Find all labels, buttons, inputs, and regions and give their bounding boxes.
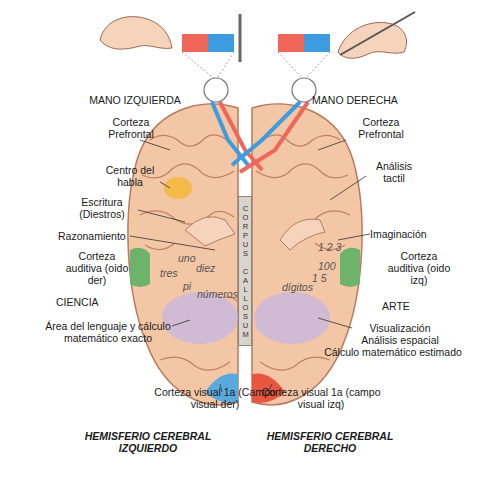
red-card	[278, 34, 304, 52]
region-label: Corteza visual 1a (Campo visual der)	[150, 386, 280, 410]
leader-line	[318, 140, 346, 150]
gyrus	[260, 135, 340, 146]
leader-line	[160, 182, 170, 188]
corpus-callosum-band: CORPUS CALLOSUM	[238, 196, 252, 346]
region-label: Corteza visual 1a (campo visual izq)	[256, 386, 386, 410]
leader-line	[318, 318, 352, 328]
gyrus	[315, 211, 350, 219]
sight-lines	[278, 52, 330, 80]
region-label: Corteza auditiva (oido der)	[60, 250, 134, 286]
region-label: Centro del habla	[100, 164, 160, 188]
region-label: Corteza auditiva (oido izq)	[382, 250, 456, 286]
pencil	[340, 12, 415, 55]
band-text: CORPUS CALLOSUM	[241, 204, 249, 339]
digit-text: 100	[318, 260, 348, 272]
region-label: Razonamiento	[58, 230, 138, 242]
gyrus	[145, 243, 175, 250]
writing-hand	[185, 217, 235, 246]
region-label: Análisis tactil	[364, 160, 424, 184]
hand-label: MANO IZQUIERDA	[80, 94, 190, 106]
digit-text: 1 2 3	[318, 241, 358, 253]
region-label: Escritura (Diestros)	[62, 196, 142, 220]
digit-text: dígitos	[282, 281, 332, 293]
gyrus	[150, 135, 230, 146]
left-hand	[100, 17, 172, 49]
right-hand	[338, 22, 407, 58]
speech-area	[164, 177, 192, 199]
left-eye	[204, 78, 228, 102]
hemisphere-title: HEMISFERIO CEREBRAL DERECHO	[250, 430, 410, 454]
region-label: Corteza Prefrontal	[346, 116, 416, 140]
hand-label: MANO DERECHA	[300, 94, 410, 106]
leader-line	[172, 320, 190, 326]
gyrus	[256, 164, 348, 178]
number-word: diez	[196, 262, 226, 274]
gyrus	[142, 164, 234, 178]
leader-line	[130, 236, 215, 250]
leader-line	[138, 210, 185, 222]
hemisphere-title: HEMISFERIO CEREBRAL IZQUIERDO	[68, 430, 228, 454]
leader-line	[338, 234, 370, 240]
auditory-cortex	[340, 248, 360, 287]
blue-card	[208, 34, 234, 52]
divider-line	[239, 14, 242, 62]
right-hemisphere	[252, 104, 362, 405]
region-label: Análisis espacial	[340, 334, 460, 346]
region-label: Visualización	[340, 322, 460, 334]
gyrus	[160, 357, 230, 370]
auditory-cortex	[130, 248, 150, 287]
gyrus	[260, 357, 330, 370]
region-label: Cálculo matemático estimado	[318, 346, 468, 358]
leader-line	[140, 140, 170, 150]
optic-path	[240, 102, 308, 172]
leader-line	[330, 176, 366, 200]
red-card	[182, 34, 208, 52]
sight-lines	[182, 52, 234, 80]
left-hemisphere	[128, 104, 238, 405]
region-label: Área del lenguaje y cálculo matemático e…	[40, 320, 176, 344]
number-word: tres	[160, 267, 190, 279]
digit-text: 1 5	[312, 272, 342, 284]
blue-card	[304, 34, 330, 52]
category-label: ARTE	[382, 300, 442, 312]
category-label: CIENCIA	[56, 296, 126, 308]
region-label: Corteza Prefrontal	[96, 116, 166, 140]
region-label: Imaginación	[370, 228, 450, 240]
